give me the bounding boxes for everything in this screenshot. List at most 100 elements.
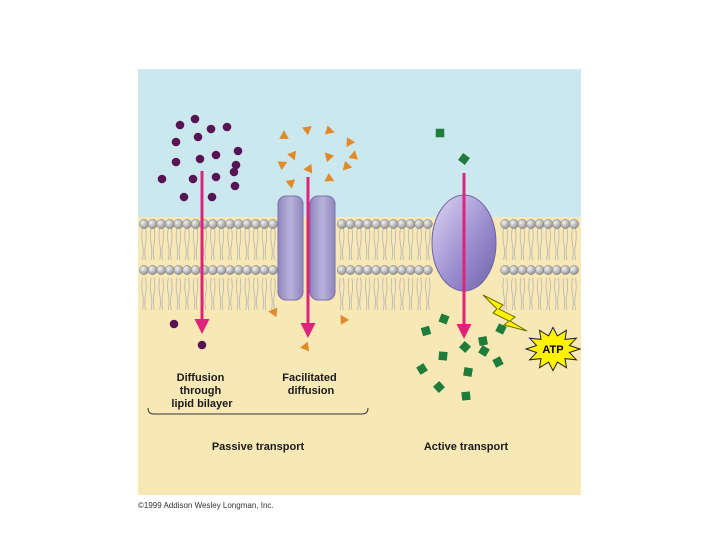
lipid-tail	[141, 227, 147, 261]
lipid-head	[569, 265, 579, 275]
lipid-tail	[244, 227, 250, 261]
diffusion-solute	[206, 124, 216, 134]
lipid-tail	[175, 227, 182, 261]
lipid-head	[500, 219, 511, 229]
lipid-tail	[502, 227, 508, 261]
facilitated-solute	[340, 314, 350, 325]
facilitated-solute	[268, 307, 278, 318]
lipid-head	[354, 265, 364, 275]
lipid-tail	[425, 277, 431, 311]
label-facilitated-diffusion: Facilitated diffusion	[282, 372, 339, 397]
lipid-tail	[210, 227, 216, 261]
label-simple-diffusion: Diffusion through lipid bilayer	[171, 372, 233, 410]
lipid-head	[259, 265, 270, 275]
facilitated-solute	[277, 161, 288, 170]
lipid-tail	[167, 227, 173, 261]
lipid-head	[242, 219, 253, 229]
diffusion-solute	[233, 146, 243, 156]
energy-bolt-icon	[482, 294, 528, 332]
lipid-tail	[210, 277, 216, 311]
lipid-tail	[519, 227, 526, 261]
lipid-tail	[407, 227, 414, 261]
lipid-tail	[235, 277, 242, 311]
lipid-tail	[364, 277, 371, 311]
lipid-head	[268, 219, 278, 229]
active-solute	[463, 367, 473, 377]
lipid-tail	[149, 227, 156, 261]
diffusion-solute	[197, 340, 207, 350]
lipid-head	[207, 265, 218, 275]
lipid-head	[534, 219, 545, 229]
lipid-tail	[382, 227, 388, 261]
extracellular-region	[138, 69, 581, 217]
diffusion-solute	[169, 319, 179, 329]
membrane-transport-diagram: ATP Diffusion through lipid bilayer Faci…	[138, 69, 581, 495]
lipid-tail	[218, 277, 225, 311]
diffusion-solute	[157, 174, 167, 184]
lipid-tail	[227, 277, 233, 311]
lipid-head	[534, 265, 545, 275]
lipid-head	[397, 265, 407, 275]
lipid-tail	[511, 227, 517, 261]
lipid-tail	[253, 277, 259, 311]
facilitated-solute	[348, 150, 358, 160]
lipid-tail	[270, 277, 276, 311]
lipid-head	[362, 265, 373, 275]
lipid-head	[225, 219, 235, 229]
lipid-tail	[571, 227, 577, 261]
lipid-head	[250, 219, 261, 229]
active-solute	[461, 391, 471, 401]
lipid-head	[216, 219, 227, 229]
lipid-tail	[536, 227, 543, 261]
lipid-head	[268, 265, 278, 275]
lipid-head	[551, 265, 562, 275]
lipid-tail	[416, 227, 422, 261]
lipid-tail	[244, 277, 250, 311]
lipid-head	[560, 219, 571, 229]
diffusion-solute	[188, 174, 198, 184]
diffusion-solute	[190, 114, 200, 124]
facilitated-solute	[303, 163, 313, 174]
lipid-head	[259, 219, 270, 229]
lipid-head	[182, 219, 192, 229]
active-solute	[492, 356, 504, 368]
lipid-head	[388, 219, 399, 229]
lipid-tail	[519, 277, 526, 311]
lipid-tail	[545, 277, 551, 311]
lipid-tail	[167, 277, 173, 311]
solutes-diffusion	[157, 114, 243, 350]
lipid-tail	[562, 227, 569, 261]
lipid-head	[250, 265, 261, 275]
lipid-head	[362, 219, 373, 229]
diffusion-solute	[171, 137, 181, 147]
active-solute	[495, 323, 507, 335]
diffusion-solute	[211, 150, 221, 160]
active-solute	[478, 345, 490, 357]
lipid-head	[508, 265, 519, 275]
facilitated-solute	[324, 152, 335, 163]
lipid-tails	[141, 227, 577, 311]
facilitated-solute	[324, 125, 335, 135]
lipid-head	[164, 265, 175, 275]
lipid-tail	[261, 227, 268, 261]
lipid-tail	[545, 227, 551, 261]
lipid-head	[173, 219, 184, 229]
active-solute	[420, 325, 432, 337]
lipid-tail	[184, 227, 190, 261]
lipid-head	[371, 265, 382, 275]
lipid-tail	[347, 277, 354, 311]
lipid-tail	[339, 277, 345, 311]
lipid-tail	[528, 227, 534, 261]
lipid-tail	[356, 277, 362, 311]
active-solute	[435, 128, 445, 138]
lipid-head	[164, 219, 175, 229]
lipid-head	[543, 219, 554, 229]
atp-burst-icon	[524, 326, 581, 372]
lipid-tail	[571, 277, 577, 311]
copyright-notice: ©1999 Addison Wesley Longman, Inc.	[138, 501, 274, 510]
lipid-head	[336, 265, 347, 275]
lipid-head	[336, 219, 347, 229]
lipid-head	[397, 219, 407, 229]
lipid-tail	[390, 277, 397, 311]
lipid-tail	[235, 227, 242, 261]
